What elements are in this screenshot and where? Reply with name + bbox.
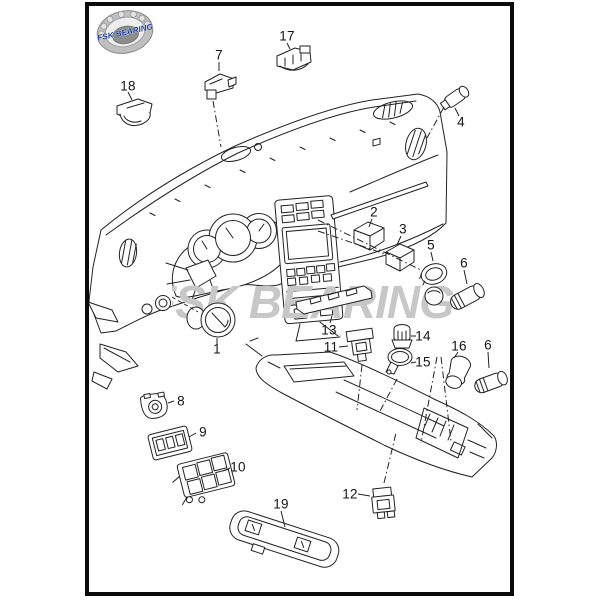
part-callout-19: 19 [273, 496, 289, 512]
right-side-vent [405, 127, 427, 161]
cowl-speaker-grille [220, 146, 252, 162]
part-19-drawing [229, 510, 340, 568]
alignment-lines [212, 100, 452, 484]
part-callout-12: 12 [342, 486, 358, 502]
diagram-border-frame [85, 2, 514, 596]
sunlight-sensor [254, 143, 262, 151]
part-4-drawing [439, 85, 470, 111]
part-callout-17: 17 [279, 28, 295, 44]
part-callout-16: 16 [451, 338, 467, 354]
part-callout-8: 8 [177, 393, 185, 409]
bearing-logo-icon: FSK BEARING [96, 10, 154, 54]
part-6-upper-drawing [450, 283, 485, 310]
part-callout-14: 14 [415, 328, 431, 344]
part-1-drawing [186, 302, 236, 338]
defroster-slots [149, 121, 396, 216]
part-7-drawing [204, 73, 237, 100]
part-15-drawing [385, 348, 413, 375]
trim-strip-drawing [330, 181, 429, 220]
right-defrost-vent [372, 100, 414, 120]
part-callout-18: 18 [120, 78, 136, 94]
part-11-drawing [345, 327, 374, 362]
part-callout-10: 10 [230, 459, 246, 475]
part-14-drawing [391, 324, 413, 349]
part-6-lower-drawing [474, 370, 508, 394]
part-12-drawing [371, 486, 396, 520]
part-callout-13: 13 [321, 322, 337, 338]
instrument-cluster [187, 213, 277, 269]
part-callout-7: 7 [215, 47, 223, 63]
brand-logo: FSK BEARING [94, 5, 156, 60]
left-side-vent [118, 238, 138, 268]
leader-lines [127, 42, 490, 528]
part-callout-6a: 6 [460, 255, 468, 271]
part-9-drawing [147, 425, 193, 461]
part-17-drawing [276, 45, 312, 71]
part-16-drawing [445, 355, 472, 389]
part-18-drawing [116, 98, 153, 127]
part-5-drawing [419, 263, 448, 306]
part-callout-9: 9 [199, 424, 207, 440]
part-10-drawing [172, 452, 236, 506]
part-13-drawing [295, 285, 373, 315]
part-callout-3: 3 [399, 221, 407, 237]
part-callout-5: 5 [427, 237, 435, 253]
glovebox-seam [349, 154, 439, 193]
part-callout-2: 2 [370, 204, 378, 220]
part-callout-1: 1 [213, 341, 221, 357]
part-callout-4: 4 [457, 114, 465, 130]
part-3-drawing [385, 243, 415, 272]
part-2-drawing [353, 137, 385, 251]
part-callout-6b: 6 [484, 337, 492, 353]
console-drawing [245, 337, 497, 478]
part-callout-15: 15 [415, 354, 431, 370]
part-callout-11: 11 [323, 339, 339, 355]
part-8-drawing [139, 391, 168, 420]
steering-column [165, 259, 217, 301]
